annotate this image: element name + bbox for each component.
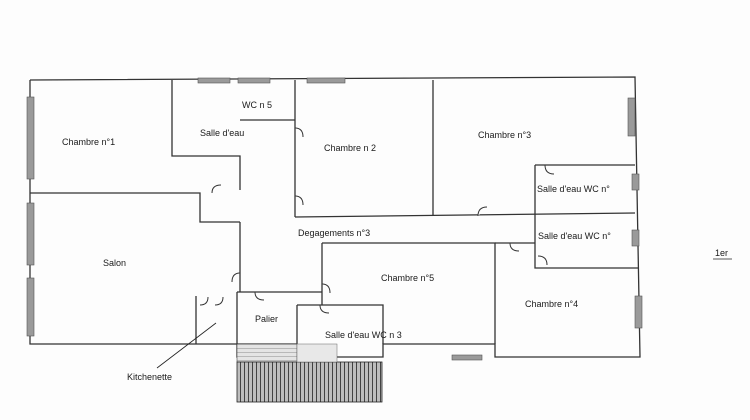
floor-indicator: 1er: [713, 248, 732, 260]
door-chambre1: [211, 184, 222, 194]
window-salle-eau-2: [237, 77, 271, 84]
wall-corridor-top: [172, 192, 240, 223]
label-salon: Salon: [103, 258, 126, 268]
interior-walls: [30, 80, 638, 345]
label-chambre-3: Chambre n°3: [478, 130, 531, 140]
doors: [199, 127, 555, 314]
door-kitchenette-2: [214, 296, 224, 306]
windows: [26, 77, 643, 361]
label-wc-5: WC n 5: [242, 100, 272, 110]
label-degagements: Degagements n°3: [298, 228, 370, 238]
door-chambre4: [509, 242, 520, 252]
door-chambre2: [294, 195, 304, 206]
staircase: [236, 343, 383, 403]
door-palier: [254, 291, 265, 301]
wall-degagement-top: [294, 212, 636, 218]
wall-salle3-top: [297, 304, 384, 344]
door-chambre3: [477, 206, 488, 217]
door-chambre5: [321, 283, 331, 294]
window-bath1: [631, 173, 640, 191]
label-salle-eau: Salle d'eau: [200, 128, 244, 138]
wall-salle3-left: [237, 305, 298, 345]
door-salle3: [319, 304, 330, 314]
label-chambre-2: Chambre n 2: [324, 143, 376, 153]
door-wc: [294, 127, 304, 138]
room-labels: Chambre n°1 Salle d'eau WC n 5 Chambre n…: [62, 100, 611, 382]
window-chambre1: [26, 96, 35, 180]
kitchenette-pointer: [156, 322, 217, 369]
window-chambre4: [634, 295, 643, 329]
label-kitchenette: Kitchenette: [127, 372, 172, 382]
window-salle-eau-1: [197, 77, 231, 84]
door-bath2: [537, 255, 548, 266]
window-chambre5: [451, 354, 483, 361]
floor-label: 1er: [715, 248, 728, 258]
door-salon: [231, 272, 241, 283]
label-chambre-1: Chambre n°1: [62, 137, 115, 147]
wall-bath2: [534, 213, 638, 269]
stairs-landing: [296, 343, 338, 363]
door-bath1: [544, 164, 555, 175]
wall-chambre1-salle: [171, 80, 241, 190]
window-bath2: [631, 229, 640, 247]
window-chambre3: [627, 97, 636, 137]
label-palier: Palier: [255, 314, 278, 324]
stairs-upper: [236, 343, 298, 363]
label-chambre-5: Chambre n°5: [381, 273, 434, 283]
label-salle-eau-wc-3: Salle d'eau WC n 3: [325, 330, 402, 340]
window-salon-1: [26, 202, 35, 266]
window-chambre2: [306, 77, 346, 84]
label-chambre-4: Chambre n°4: [525, 299, 578, 309]
label-salle-eau-wc-1: Salle d'eau WC n°: [537, 184, 610, 194]
door-kitchenette-1: [199, 296, 209, 306]
window-salon-2: [26, 277, 35, 337]
wall-chambre5: [322, 242, 496, 344]
stairs-lower: [236, 361, 383, 403]
label-salle-eau-wc-2: Salle d'eau WC n°: [538, 231, 611, 241]
